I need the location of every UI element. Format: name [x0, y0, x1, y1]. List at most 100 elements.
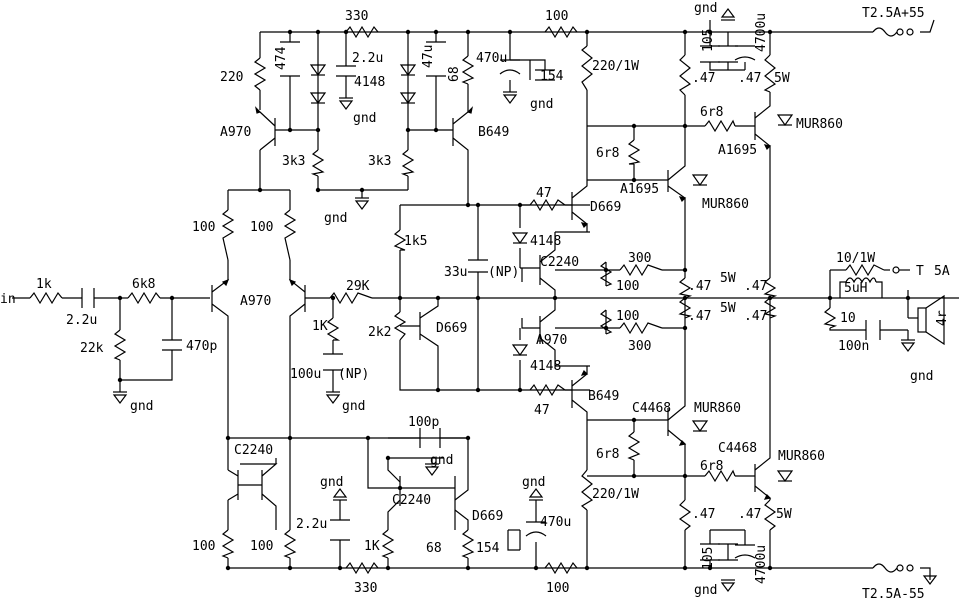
resistor-047-pre-b — [763, 277, 778, 299]
speaker-cone — [925, 294, 945, 346]
label-in: in — [0, 292, 16, 307]
label-r22k: 22k — [80, 341, 104, 356]
label-gnd-out: gnd — [910, 369, 933, 384]
label-c100n: 100n — [838, 339, 869, 354]
resistor-100-l — [221, 209, 235, 261]
resistor-100-r — [283, 209, 297, 261]
label-r6k8: 6k8 — [132, 277, 155, 292]
label-r100-br: 100 — [250, 539, 273, 554]
label-d4148-mid-top: 4148 — [530, 234, 561, 249]
label-q-d669-drv: D669 — [590, 200, 621, 215]
label-q-b649-top: B649 — [478, 125, 509, 140]
label-q-c2240-b2: C2240 — [392, 493, 431, 508]
label-mur860-bot: MUR860 — [778, 449, 825, 464]
resistor-6r8-bot — [704, 469, 736, 483]
resistor-47-drv-b — [529, 383, 566, 397]
label-fuse-bot: T2.5A-55 — [862, 587, 925, 602]
label-r1k-b: 1K — [364, 539, 380, 554]
label-d4148-mid-bot: 4148 — [530, 359, 561, 374]
label-q-c4468-out: C4468 — [718, 441, 757, 456]
label-c470u-b: 470u — [540, 515, 571, 530]
label-fuse-top: T2.5A+55 — [862, 6, 925, 21]
label-c4700u-b: 4700u — [754, 545, 769, 584]
label-c154-b: 154 — [476, 541, 500, 556]
label-r47-c: .47 — [692, 507, 715, 522]
label-r1k-fb: 1K — [312, 319, 328, 334]
diode-mur860-mid — [692, 174, 708, 186]
label-q-d669-b: D669 — [472, 509, 503, 524]
label-gnd-in: gnd — [130, 399, 153, 414]
label-r47-pre-a: .47 — [688, 279, 711, 294]
label-gnd-fb: gnd — [342, 399, 365, 414]
wiring — [12, 20, 959, 569]
label-w5-top: 5W — [774, 71, 790, 86]
label-r47-a: .47 — [692, 71, 715, 86]
label-q-a970-in: A970 — [240, 294, 271, 309]
label-r100-l: 100 — [192, 220, 215, 235]
label-r300-bot: 300 — [628, 339, 651, 354]
label-gnd-bmid: gnd — [430, 453, 453, 468]
label-gnd-top-cap: gnd — [530, 97, 553, 112]
resistor-2k2 — [393, 311, 407, 341]
label-r1k5: 1k5 — [404, 234, 427, 249]
label-gnd-b1: gnd — [320, 475, 343, 490]
label-q-b649-drv: B649 — [588, 389, 619, 404]
label-r6r8-bot: 6r8 — [700, 459, 723, 474]
resistor-22k — [113, 329, 127, 361]
label-gnd-supply-top: gnd — [694, 1, 717, 16]
label-gnd-b2: gnd — [522, 475, 545, 490]
diode-4148-mid-top — [512, 232, 528, 244]
label-out-5a: 5A — [934, 264, 950, 279]
label-r3k3-l: 3k3 — [282, 154, 305, 169]
label-r100-r: 100 — [250, 220, 273, 235]
label-gnd-top-mid: gnd — [353, 111, 376, 126]
label-r47-d: .47 — [738, 507, 761, 522]
label-mur860-mid: MUR860 — [702, 197, 749, 212]
resistor-3k3-r — [400, 149, 415, 177]
resistor-1k-b — [381, 529, 395, 559]
label-r330-b: 330 — [354, 581, 377, 596]
resistor-6r8-bmid — [627, 431, 641, 461]
diode-mur860-bot — [777, 470, 793, 482]
resistor-6r8-top — [704, 119, 736, 133]
label-c470p: 470p — [186, 339, 217, 354]
speaker-body — [917, 307, 927, 333]
label-r29k: 29K — [346, 279, 370, 294]
label-r10: 10 — [840, 311, 856, 326]
label-r10-1w: 10/1W — [836, 251, 875, 266]
resistor-10-1w — [845, 263, 885, 277]
label-w5-b: 5W — [720, 301, 736, 316]
resistor-047-d — [763, 499, 777, 531]
capacitors — [81, 41, 881, 561]
label-c2u2-in: 2.2u — [66, 313, 97, 328]
resistor-100-br — [283, 529, 297, 559]
label-c2u2-b: 2.2u — [296, 517, 327, 532]
inductor-5uh — [845, 277, 877, 284]
resistor-1k-fb — [326, 317, 341, 341]
label-c100u: 100u — [290, 367, 321, 382]
label-c47u: 47u — [421, 45, 436, 68]
label-q-a1695-out: A1695 — [718, 143, 757, 158]
resistor-100-bias-a — [599, 261, 613, 287]
resistor-100-bias-b — [599, 309, 613, 335]
resistor-047-pre-d — [763, 297, 778, 319]
label-w5-bot: 5W — [776, 507, 792, 522]
label-d4148-top: 4148 — [354, 75, 385, 90]
output-parts — [845, 19, 945, 585]
label-r100-top: 100 — [545, 9, 568, 24]
resistor-047-a — [679, 54, 692, 96]
resistor-10 — [823, 307, 838, 329]
resistor-220-1w-b — [580, 469, 594, 511]
label-c100p: 100p — [408, 415, 439, 430]
resistor-047-c — [678, 499, 692, 531]
resistors — [29, 25, 885, 575]
resistor-047-pre-a — [678, 277, 693, 299]
resistor-100-top — [544, 25, 578, 39]
label-r100-bias-a: 100 — [616, 279, 639, 294]
label-gnd-center: gnd — [324, 211, 347, 226]
resistor-3k3-l — [310, 149, 325, 177]
label-r47-pre-c: .47 — [688, 309, 711, 324]
resistor-6r8-mid — [627, 139, 641, 165]
resistor-047-pre-c — [678, 297, 693, 319]
